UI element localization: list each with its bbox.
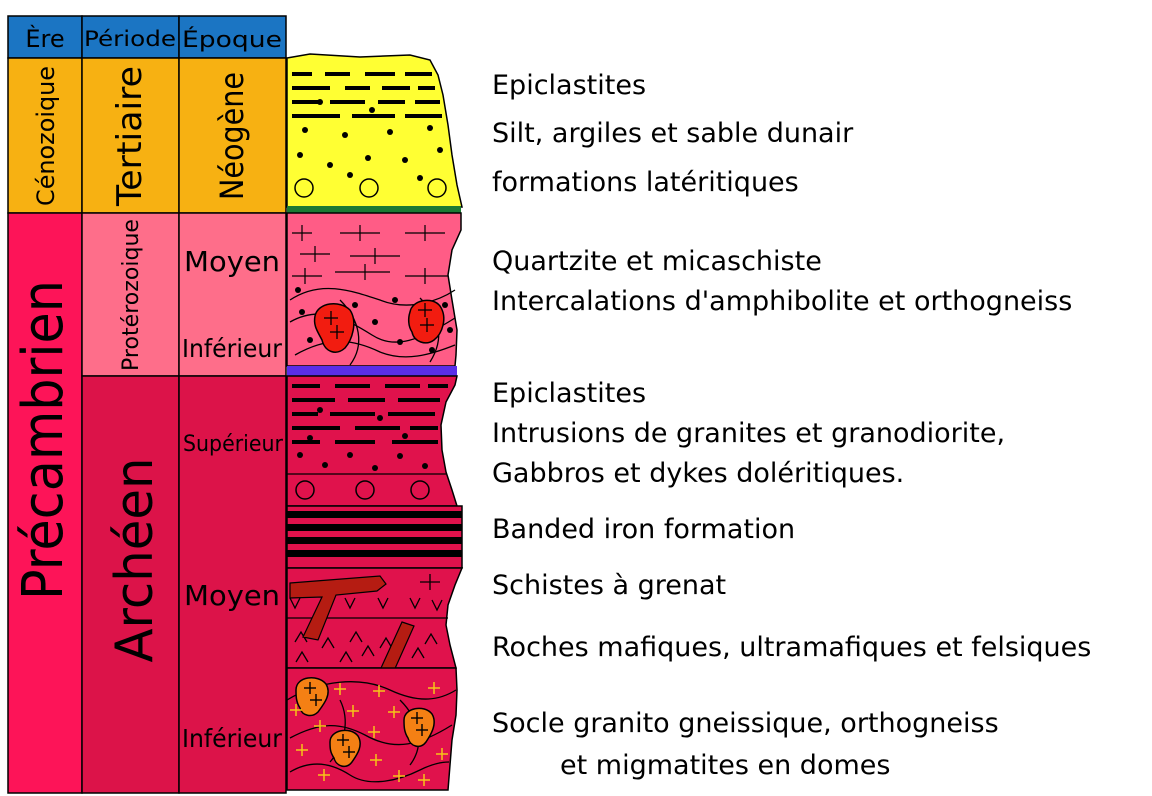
period-label-tertiary: Tertiaire [110, 66, 150, 207]
blue-boundary-band [287, 366, 457, 376]
epoch-label-proterozoic-lower: Inférieur [182, 334, 283, 363]
label-intrusions-granites: Intrusions de granites et granodiorite, [492, 418, 1005, 449]
period-label-proterozoic: Protérozoique [119, 219, 144, 371]
era-label-precambrian: Précambrien [11, 280, 76, 600]
label-quartzite-micaschiste: Quartzite et micaschiste [492, 246, 822, 277]
label-roches-mafiques: Roches mafiques, ultramafiques et felsiq… [492, 632, 1091, 663]
green-boundary-band [287, 206, 461, 213]
label-intercalations-amphibolite: Intercalations d'amphibolite et orthogne… [492, 286, 1072, 317]
unit-neogene-sediments [287, 54, 462, 207]
label-banded-iron-formation: Banded iron formation [492, 514, 795, 545]
header-era: Ère [25, 24, 64, 53]
header-period: Période [84, 27, 176, 51]
label-silt-argiles: Silt, argiles et sable dunair [492, 118, 853, 149]
label-socle-granito-gneissique: Socle granito gneissique, orthogneiss [492, 708, 999, 739]
label-migmatites-domes: et migmatites en domes [560, 750, 890, 781]
epoch-label-proterozoic-middle: Moyen [184, 245, 280, 278]
label-epiclastites-archean: Epiclastites [492, 378, 646, 409]
epoch-label-neogene: Néogène [213, 72, 251, 200]
epoch-label-archean-middle: Moyen [184, 579, 280, 612]
label-formations-lateritiques: formations latéritiques [492, 167, 799, 198]
epoch-label-archean-lower: Inférieur [182, 724, 283, 753]
era-label-cenozoic: Cénozoique [32, 66, 60, 206]
lithologic-column [287, 54, 462, 790]
label-gabbros-dykes: Gabbros et dykes doléritiques. [492, 458, 904, 489]
period-label-archean: Archéen [105, 458, 165, 663]
header-epoch: Époque [182, 27, 282, 53]
timescale-table: Ère Période Époque Cénozoique Précambrie… [8, 16, 286, 793]
epoch-label-archean-upper: Supérieur [183, 432, 284, 457]
label-schistes-grenat: Schistes à grenat [492, 570, 726, 601]
label-epiclastites-neogene: Epiclastites [492, 70, 646, 101]
